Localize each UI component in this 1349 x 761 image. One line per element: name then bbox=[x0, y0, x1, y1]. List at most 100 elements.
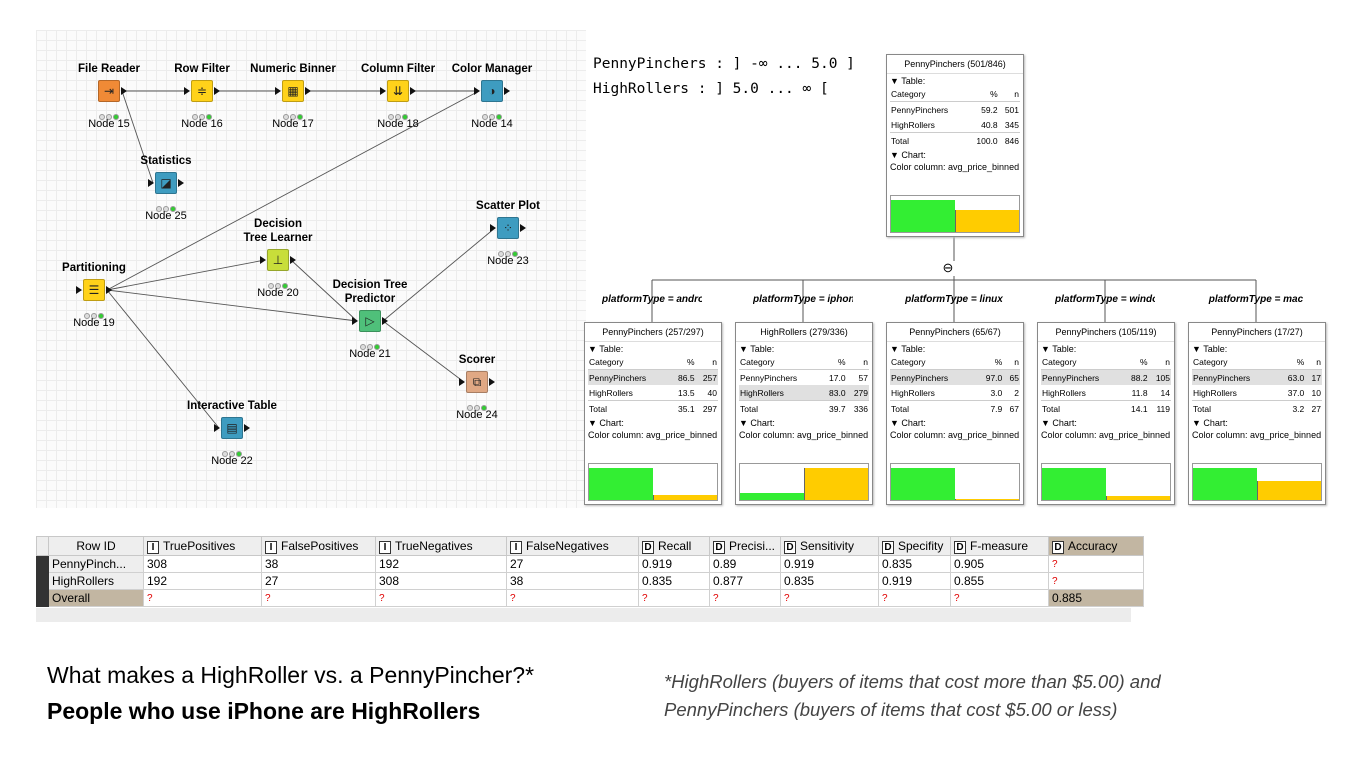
input-port[interactable] bbox=[260, 256, 266, 264]
table-cell[interactable]: ? bbox=[709, 589, 781, 607]
color-manager-icon[interactable]: ◑ bbox=[481, 80, 503, 102]
table-section-toggle[interactable]: ▼ Table: bbox=[1189, 344, 1325, 354]
scorer-icon[interactable]: ⧉ bbox=[466, 371, 488, 393]
table-section-toggle[interactable]: ▼ Table: bbox=[1038, 344, 1174, 354]
table-cell[interactable]: 308 bbox=[143, 555, 262, 573]
tree-learner-icon[interactable]: ⊥ bbox=[267, 249, 289, 271]
input-port[interactable] bbox=[352, 317, 358, 325]
row-id-header[interactable]: Row ID bbox=[48, 536, 144, 556]
table-row[interactable]: Overall?????????0.885 bbox=[36, 589, 1144, 607]
table-cell[interactable]: 0.835 bbox=[780, 572, 879, 590]
output-port[interactable] bbox=[489, 378, 495, 386]
output-port[interactable] bbox=[178, 179, 184, 187]
table-cell[interactable]: ? bbox=[375, 589, 507, 607]
output-port[interactable] bbox=[290, 256, 296, 264]
table-section-toggle[interactable]: ▼ Table: bbox=[736, 344, 872, 354]
input-port[interactable] bbox=[148, 179, 154, 187]
output-port[interactable] bbox=[410, 87, 416, 95]
numeric-binner-icon[interactable]: ▦ bbox=[282, 80, 304, 102]
chart-section-toggle[interactable]: ▼ Chart: bbox=[736, 418, 872, 428]
input-port[interactable] bbox=[275, 87, 281, 95]
table-cell[interactable]: 38 bbox=[506, 572, 639, 590]
collapse-node-icon[interactable]: ⊖ bbox=[941, 260, 955, 275]
row-id-cell[interactable]: HighRollers bbox=[48, 572, 144, 590]
output-port[interactable] bbox=[106, 286, 112, 294]
workflow-node[interactable]: Scorer⧉Node 24 bbox=[417, 354, 537, 421]
workflow-node[interactable]: Decision Tree Predictor▷Node 21 bbox=[310, 279, 430, 360]
table-cell[interactable]: 0.919 bbox=[638, 555, 710, 573]
table-cell[interactable]: 0.919 bbox=[780, 555, 879, 573]
table-cell[interactable]: ? bbox=[638, 589, 710, 607]
workflow-node[interactable]: Partitioning☰Node 19 bbox=[34, 262, 154, 329]
table-cell[interactable]: 0.885 bbox=[1048, 589, 1144, 607]
table-cell[interactable]: ? bbox=[261, 589, 376, 607]
output-port[interactable] bbox=[121, 87, 127, 95]
table-cell[interactable]: 192 bbox=[375, 555, 507, 573]
chart-section-toggle[interactable]: ▼ Chart: bbox=[1189, 418, 1325, 428]
table-cell[interactable]: 27 bbox=[506, 555, 639, 573]
output-port[interactable] bbox=[504, 87, 510, 95]
table-cell[interactable]: ? bbox=[1048, 555, 1144, 573]
output-port[interactable] bbox=[214, 87, 220, 95]
interactive-table-icon[interactable]: ▤ bbox=[221, 417, 243, 439]
table-cell[interactable]: 0.905 bbox=[950, 555, 1049, 573]
file-reader-icon[interactable]: ⇥ bbox=[98, 80, 120, 102]
table-cell[interactable]: 0.835 bbox=[638, 572, 710, 590]
workflow-node[interactable]: Numeric Binner▦Node 17 bbox=[233, 63, 353, 130]
table-cell[interactable]: ? bbox=[143, 589, 262, 607]
output-port[interactable] bbox=[305, 87, 311, 95]
workflow-node[interactable]: Scatter Plot⁘Node 23 bbox=[448, 200, 568, 267]
workflow-node[interactable]: Decision Tree Learner⊥Node 20 bbox=[218, 218, 338, 299]
workflow-node[interactable]: Column Filter⇊Node 18 bbox=[338, 63, 458, 130]
table-cell[interactable]: 308 bbox=[375, 572, 507, 590]
output-port[interactable] bbox=[244, 424, 250, 432]
output-port[interactable] bbox=[382, 317, 388, 325]
input-port[interactable] bbox=[459, 378, 465, 386]
column-filter-icon[interactable]: ⇊ bbox=[387, 80, 409, 102]
table-cell[interactable]: 27 bbox=[261, 572, 376, 590]
row-id-cell[interactable]: Overall bbox=[48, 589, 144, 607]
chart-section-toggle[interactable]: ▼ Chart: bbox=[585, 418, 721, 428]
tree-node[interactable]: PennyPinchers (105/119)▼ Table:Category%… bbox=[1037, 322, 1175, 505]
partitioning-icon[interactable]: ☰ bbox=[83, 279, 105, 301]
tree-node[interactable]: PennyPinchers (257/297)▼ Table:Category%… bbox=[584, 322, 722, 505]
table-section-toggle[interactable]: ▼ Table: bbox=[887, 344, 1023, 354]
table-cell[interactable]: 0.855 bbox=[950, 572, 1049, 590]
tree-node[interactable]: PennyPinchers (501/846)▼ Table:Category%… bbox=[886, 54, 1024, 237]
table-cell[interactable]: ? bbox=[1048, 572, 1144, 590]
table-cell[interactable]: 0.877 bbox=[709, 572, 781, 590]
table-cell[interactable]: ? bbox=[506, 589, 639, 607]
table-cell[interactable]: 38 bbox=[261, 555, 376, 573]
table-section-toggle[interactable]: ▼ Table: bbox=[887, 76, 1023, 86]
input-port[interactable] bbox=[474, 87, 480, 95]
workflow-node[interactable]: Statistics◪Node 25 bbox=[106, 155, 226, 222]
workflow-node[interactable]: Row Filter≑Node 16 bbox=[142, 63, 262, 130]
table-cell[interactable]: 0.835 bbox=[878, 555, 951, 573]
statistics-icon[interactable]: ◪ bbox=[155, 172, 177, 194]
table-cell[interactable]: 0.89 bbox=[709, 555, 781, 573]
input-port[interactable] bbox=[184, 87, 190, 95]
table-cell[interactable]: 192 bbox=[143, 572, 262, 590]
output-port[interactable] bbox=[520, 224, 526, 232]
chart-section-toggle[interactable]: ▼ Chart: bbox=[887, 150, 1023, 160]
table-section-toggle[interactable]: ▼ Table: bbox=[585, 344, 721, 354]
table-cell[interactable]: 0.919 bbox=[878, 572, 951, 590]
chart-section-toggle[interactable]: ▼ Chart: bbox=[1038, 418, 1174, 428]
chart-section-toggle[interactable]: ▼ Chart: bbox=[887, 418, 1023, 428]
input-port[interactable] bbox=[380, 87, 386, 95]
